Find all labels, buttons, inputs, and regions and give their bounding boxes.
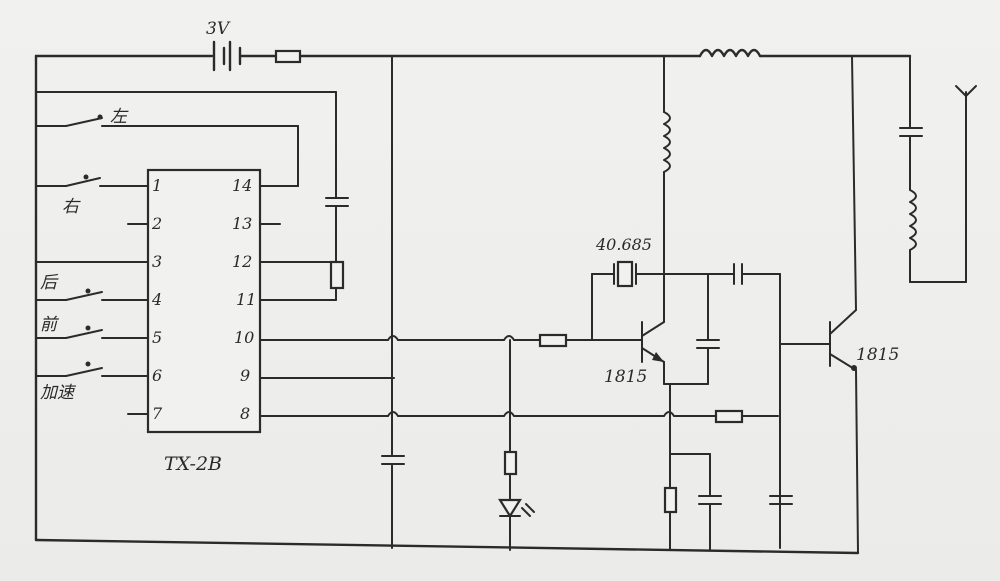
ic-right-pin-numbers: 14 13 12 11 10 9 8 [232, 176, 256, 423]
resistor-top [274, 49, 302, 64]
ic-pin-7: 7 [152, 404, 163, 423]
battery-label: 3V [206, 19, 231, 39]
coupling-capacitor [733, 263, 781, 549]
antenna-network [899, 55, 967, 283]
ic-left-pin-numbers: 1 2 3 4 5 6 7 [151, 176, 163, 423]
inductor-top [698, 48, 762, 58]
transistor-q1 [641, 321, 709, 385]
pin8-wire [259, 409, 779, 424]
battery-symbol [212, 40, 242, 72]
switch-right-label: 右 [62, 197, 81, 217]
ic-pin-4: 4 [151, 290, 162, 309]
switch-turbo-label: 加速 [40, 383, 77, 403]
led-branch [498, 339, 535, 551]
transistor-q1-label: 1815 [604, 367, 647, 387]
ic-pin-3: 3 [152, 252, 162, 271]
antenna-icon [955, 85, 977, 97]
ic-pin-6: 6 [152, 366, 162, 385]
ic-pin-5: 5 [152, 328, 162, 347]
ic-pin-2: 2 [151, 214, 162, 233]
switch-left [35, 114, 299, 187]
ic-pin-1: 1 [152, 176, 162, 195]
ic-pin-8: 8 [240, 404, 250, 423]
switch-back-label: 后 [40, 273, 59, 293]
transistor-q2 [779, 55, 859, 554]
ic-pin-10: 10 [234, 328, 254, 347]
switch-forward [35, 325, 149, 339]
transistor-q2-label: 1815 [856, 345, 899, 365]
ic-pin-13: 13 [232, 214, 252, 233]
ic-pin-11: 11 [236, 290, 256, 309]
switch-right [35, 174, 149, 187]
crystal-oscillator [591, 260, 735, 341]
rc-network [35, 91, 349, 301]
emitter-network [663, 383, 722, 551]
ic-pin-14: 14 [232, 176, 252, 195]
switch-back [35, 288, 149, 301]
supply-decoupling [381, 55, 405, 549]
switch-left-label: 左 [110, 107, 129, 127]
ic-pin-9: 9 [240, 366, 250, 385]
crystal-label: 40.685 [595, 235, 652, 254]
ic-pin-12: 12 [232, 252, 252, 271]
osc-inductor [663, 55, 671, 323]
bottom-rail [34, 538, 860, 555]
pin10-wire [259, 333, 643, 348]
switch-forward-label: 前 [40, 315, 59, 335]
feedback-capacitor [696, 273, 720, 385]
bias-capacitor [769, 495, 793, 505]
ic-label: TX-2B [164, 453, 222, 475]
switch-turbo [35, 361, 149, 377]
